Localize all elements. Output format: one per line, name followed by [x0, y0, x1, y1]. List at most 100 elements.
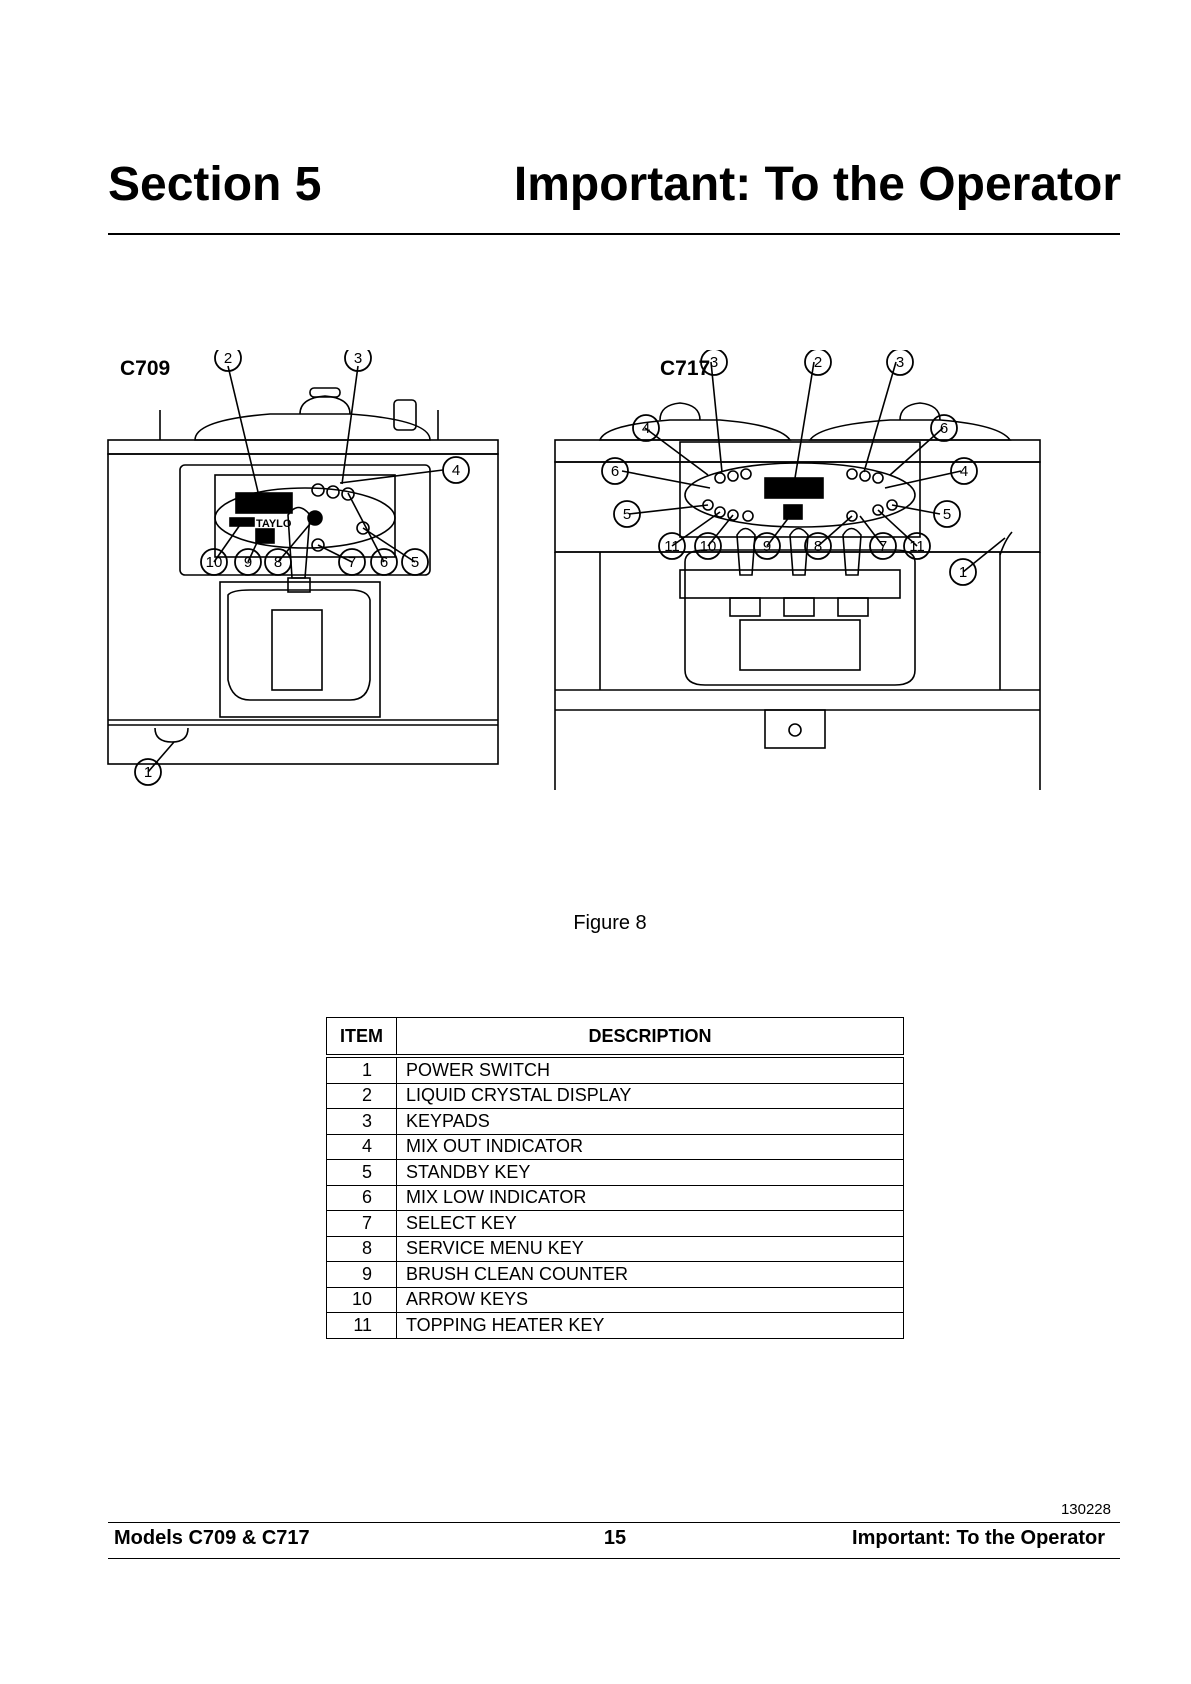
- svg-text:7: 7: [348, 554, 356, 571]
- svg-text:5: 5: [943, 506, 951, 523]
- column-header-item: ITEM: [326, 1017, 397, 1058]
- item-number: 11: [326, 1312, 397, 1339]
- item-number: 10: [326, 1286, 397, 1313]
- item-number: 9: [326, 1261, 397, 1288]
- c717-callout-10: [694, 532, 722, 560]
- c709-hopper-cap: [393, 399, 417, 431]
- c709-callout-1: [134, 758, 162, 786]
- item-description: BRUSH CLEAN COUNTER: [396, 1261, 904, 1288]
- item-description: POWER SWITCH: [396, 1055, 904, 1084]
- svg-text:8: 8: [274, 554, 282, 571]
- page-number: 15: [603, 1527, 627, 1549]
- c709-callout-6: [370, 548, 398, 576]
- c709-cabinet: [107, 453, 499, 765]
- svg-text:6: 6: [940, 420, 948, 437]
- svg-text:6: 6: [611, 463, 619, 480]
- section-title: Important: To the Operator: [513, 158, 1121, 211]
- svg-text:3: 3: [354, 350, 362, 367]
- c709-callout-3: [344, 350, 372, 372]
- item-description: ARROW KEYS: [396, 1286, 904, 1313]
- c717-draw-handle-center: [789, 527, 809, 576]
- c717-callout-11-left: [658, 532, 686, 560]
- footer-rule-bottom: [108, 1558, 1120, 1559]
- figure-8-machine-drawings: TAYLO: [107, 350, 1041, 790]
- svg-text:9: 9: [763, 538, 771, 555]
- item-description: SELECT KEY: [396, 1210, 904, 1237]
- c717-callout-1: [949, 558, 977, 586]
- item-number: 5: [326, 1159, 397, 1186]
- figure-label-c709: C709: [120, 357, 171, 380]
- svg-text:3: 3: [896, 354, 904, 371]
- c717-callout-9: [753, 532, 781, 560]
- svg-text:8: 8: [814, 538, 822, 555]
- svg-text:11: 11: [664, 538, 680, 555]
- c717-callout-8: [804, 532, 832, 560]
- c717-callout-2: [804, 350, 832, 376]
- svg-text:3: 3: [710, 354, 718, 371]
- svg-text:10: 10: [700, 538, 717, 555]
- c709-drip-tray: [227, 589, 371, 701]
- svg-text:9: 9: [244, 554, 252, 571]
- svg-text:5: 5: [411, 554, 419, 571]
- item-description: TOPPING HEATER KEY: [396, 1312, 904, 1339]
- c709-power-switch: [154, 727, 189, 743]
- svg-text:1: 1: [959, 564, 967, 581]
- c709-callout-10: [200, 548, 228, 576]
- column-header-description: DESCRIPTION: [396, 1017, 904, 1058]
- header-rule: [108, 233, 1120, 235]
- footer-models: Models C709 & C717: [114, 1527, 310, 1549]
- footer-rule-top: [108, 1522, 1120, 1523]
- svg-text:11: 11: [909, 538, 925, 555]
- svg-text:5: 5: [623, 506, 631, 523]
- item-number: 8: [326, 1235, 397, 1262]
- c709-lcd: [235, 492, 293, 514]
- svg-text:10: 10: [206, 554, 223, 571]
- svg-text:2: 2: [224, 350, 232, 367]
- item-number: 1: [326, 1055, 397, 1084]
- c717-callout-3-right: [886, 350, 914, 376]
- c709-counter: [255, 528, 275, 544]
- svg-text:7: 7: [879, 538, 887, 555]
- c709-callout-2: [214, 350, 242, 372]
- item-number: 2: [326, 1082, 397, 1109]
- c709-drawing: TAYLO: [107, 350, 499, 786]
- svg-text:4: 4: [960, 463, 968, 480]
- svg-text:1: 1: [144, 764, 152, 781]
- figure-caption: Figure 8: [573, 912, 647, 934]
- section-heading: Section 5: [108, 158, 322, 211]
- c709-callout-5: [401, 548, 429, 576]
- c709-callout-8: [264, 548, 292, 576]
- c709-callout-9: [234, 548, 262, 576]
- c717-draw-handle-left: [736, 527, 756, 576]
- c709-callout-4: [442, 456, 470, 484]
- c717-callout-6-left: [601, 457, 629, 485]
- c709-lid-knob: [299, 395, 351, 415]
- c717-hopper-lid-right: [808, 419, 1012, 441]
- svg-text:4: 4: [452, 462, 460, 479]
- figure-label-c717: C717: [660, 357, 711, 380]
- c717-callout-4-right: [950, 457, 978, 485]
- c709-draw-handle: [287, 506, 311, 579]
- item-number: 7: [326, 1210, 397, 1237]
- item-number: 4: [326, 1133, 397, 1160]
- c717-control-panel: [679, 441, 921, 538]
- svg-text:4: 4: [642, 420, 650, 437]
- item-description: MIX LOW INDICATOR: [396, 1184, 904, 1211]
- item-description: KEYPADS: [396, 1108, 904, 1135]
- c717-callout-5-left: [613, 500, 641, 528]
- c717-power-switch: [999, 531, 1013, 556]
- c717-draw-handle-right: [842, 527, 862, 576]
- table-header-row: ITEM DESCRIPTION: [326, 1017, 904, 1058]
- c717-callout-7: [869, 532, 897, 560]
